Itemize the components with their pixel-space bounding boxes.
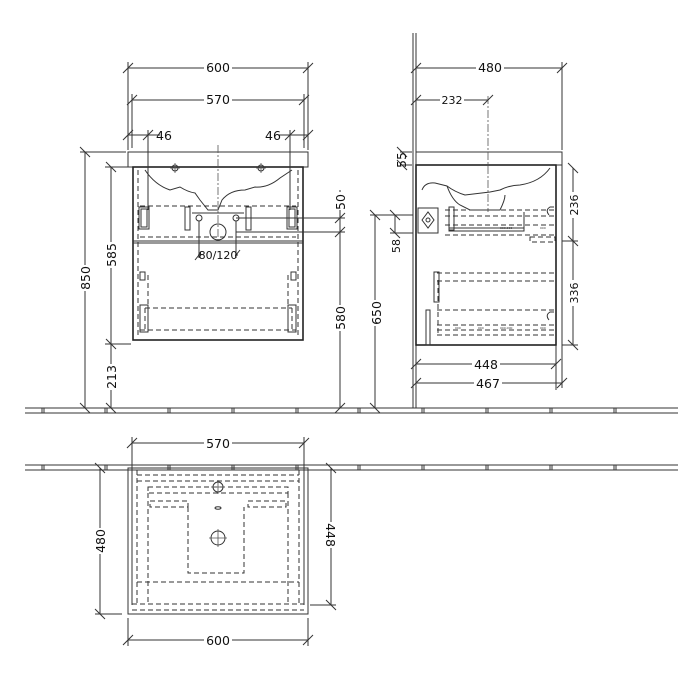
dim-label: 570 xyxy=(206,436,230,451)
dim-label: 55 xyxy=(394,152,409,168)
dim-label: 580 xyxy=(333,306,348,330)
dim-front-overall-width: 600 xyxy=(122,60,314,150)
dim-side-drawers: 236 336 xyxy=(562,162,581,351)
dim-top-inner-depth: 448 xyxy=(310,462,338,611)
dim-side-inner-outer-depth: 448 467 xyxy=(410,345,568,391)
front-view: 600 570 46 46 xyxy=(78,60,348,414)
dim-label: 480 xyxy=(478,60,502,75)
svg-text:000.000: 000.000 xyxy=(500,326,512,330)
dim-label: 80/120 xyxy=(199,249,238,262)
dim-label: 50 xyxy=(333,194,348,210)
dim-label: 213 xyxy=(104,365,119,389)
dim-label: 650 xyxy=(369,301,384,325)
top-outline xyxy=(127,467,309,615)
drain-hole xyxy=(209,529,227,547)
dim-label: 850 xyxy=(78,266,93,290)
dim-label: 448 xyxy=(474,357,498,372)
dim-label: 448 xyxy=(323,523,338,547)
dim-label: 58 xyxy=(390,239,403,253)
tap-hole-left xyxy=(170,163,180,173)
dim-top-overall-width: 600 xyxy=(122,618,314,648)
dim-side-tap-offset: 232 xyxy=(410,93,494,107)
dim-side-basin-rim: 55 xyxy=(394,146,412,171)
dim-side-mount: 58 650 xyxy=(368,209,413,414)
dim-front-cabinet-height: 585 213 xyxy=(104,161,131,414)
svg-text:000: 000 xyxy=(540,326,546,330)
dim-front-total-height: 850 xyxy=(78,146,126,414)
dim-side-depth: 480 xyxy=(410,60,568,150)
dim-label: 600 xyxy=(206,60,230,75)
tap-hole xyxy=(211,480,225,494)
dim-front-tap-offsets: 46 46 xyxy=(122,128,314,210)
wall-bracket xyxy=(417,207,439,234)
dim-top-inner-width: 570 xyxy=(126,436,310,468)
dim-label: 46 xyxy=(265,128,281,143)
floor-line-upper xyxy=(25,407,678,414)
dim-label: 236 xyxy=(568,195,581,216)
dim-label: 46 xyxy=(156,128,172,143)
top-view: 570 600 480 448 xyxy=(93,436,338,648)
svg-text:000: 000 xyxy=(455,326,461,330)
dim-label: 232 xyxy=(442,94,463,107)
svg-text:000: 000 xyxy=(540,226,546,230)
svg-text:000: 000 xyxy=(478,326,484,330)
dim-label: 600 xyxy=(206,633,230,648)
dim-label: 585 xyxy=(104,243,119,267)
dim-top-overall-depth: 480 xyxy=(93,462,122,620)
svg-text:000.000: 000.000 xyxy=(500,226,512,230)
wall-line-top-view xyxy=(25,464,678,471)
dim-front-drain-diameter: 80/120 xyxy=(194,221,241,262)
dim-label: 570 xyxy=(206,92,230,107)
dim-label: 336 xyxy=(568,283,581,304)
dim-front-drain: 50 580 xyxy=(236,190,348,414)
side-view: 000.000 000 000 000 000.000 000 480 232 xyxy=(368,33,581,414)
dim-label: 480 xyxy=(93,529,108,553)
dim-front-inner-width: 570 xyxy=(126,92,310,148)
dim-label: 467 xyxy=(476,376,500,391)
tap-hole-right xyxy=(256,163,266,173)
overflow-slot xyxy=(214,506,222,510)
